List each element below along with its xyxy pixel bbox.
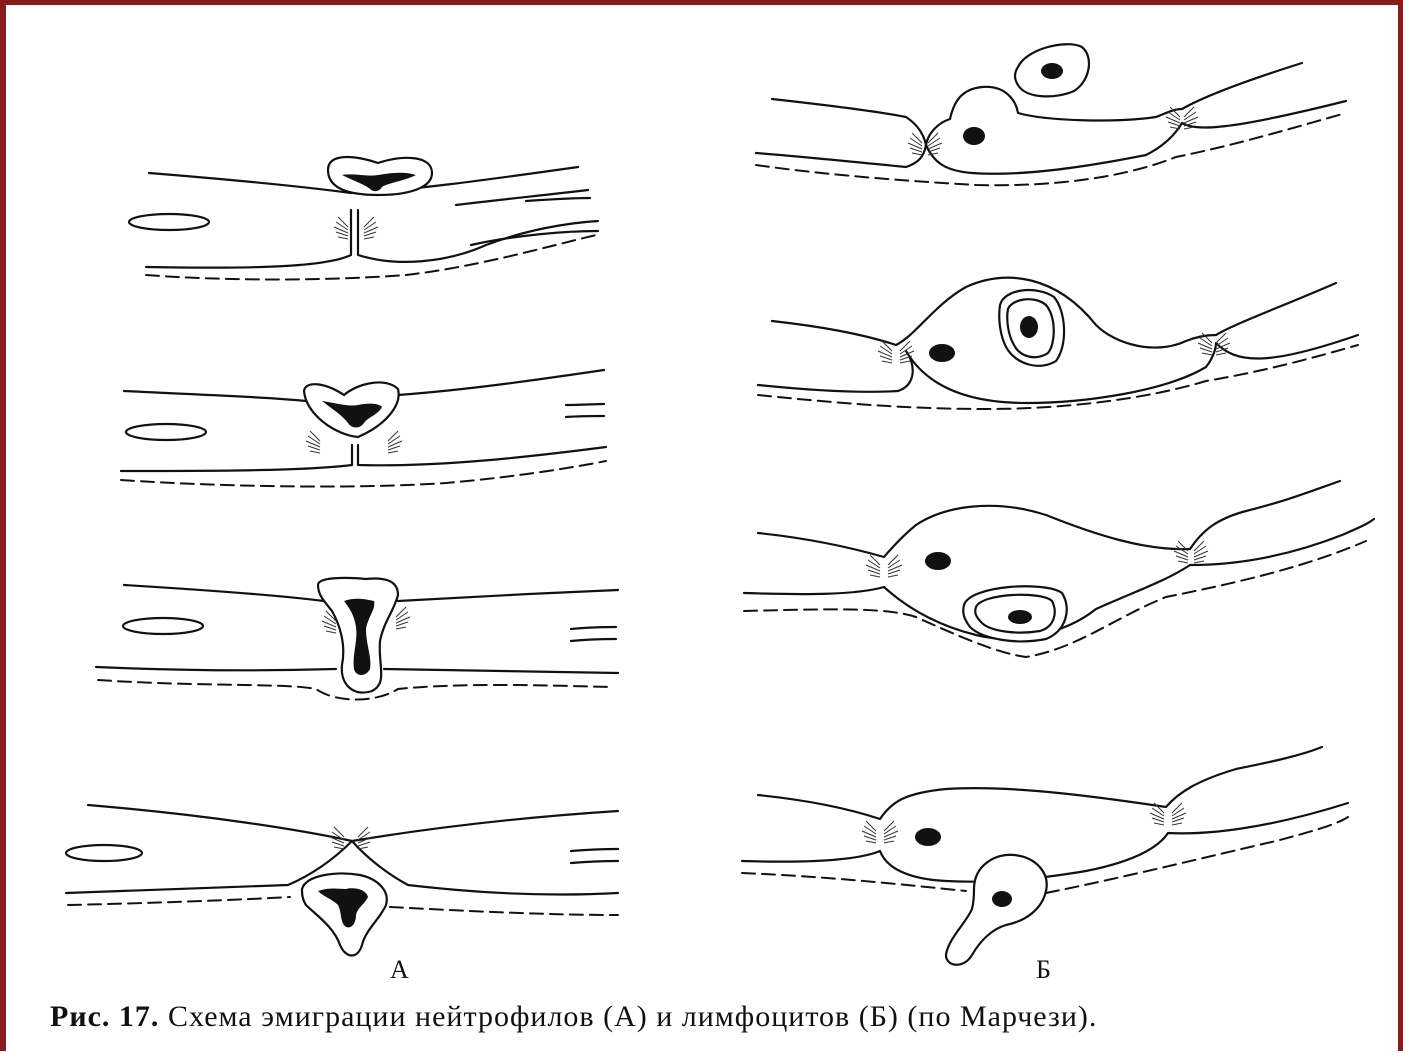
panel-a-label: А	[390, 955, 409, 985]
panel-b-stage-3	[744, 481, 1374, 657]
emigration-diagram	[6, 5, 1403, 1056]
panel-a-stage-3	[96, 578, 618, 700]
panel-a-stage-1	[129, 157, 598, 279]
lymphocyte-cell	[946, 855, 1047, 965]
lymphocyte-nucleus	[929, 344, 955, 362]
panel-b-label: Б	[1036, 955, 1051, 985]
lymphocyte-nucleus	[915, 828, 941, 846]
panel-b-stage-2	[758, 278, 1358, 409]
endothelial-nucleus	[126, 424, 206, 440]
lymphocyte-nucleus	[963, 127, 985, 145]
endothelial-nucleus	[123, 618, 203, 634]
panel-a-stage-2	[121, 370, 606, 487]
endothelial-nucleus	[66, 845, 142, 861]
figure-number: Рис. 17.	[50, 1000, 159, 1033]
endothelial-nucleus	[129, 214, 209, 230]
figure-caption: Рис. 17. Схема эмиграции нейтрофилов (А)…	[50, 1000, 1097, 1034]
panel-a-stage-4	[66, 805, 618, 956]
panel-b-stage-1	[756, 44, 1346, 185]
lymphocyte-nucleus	[925, 552, 951, 570]
caption-text: Схема эмиграции нейтрофилов (А) и лимфоц…	[168, 1000, 1097, 1033]
panel-b-stage-4	[742, 747, 1348, 965]
